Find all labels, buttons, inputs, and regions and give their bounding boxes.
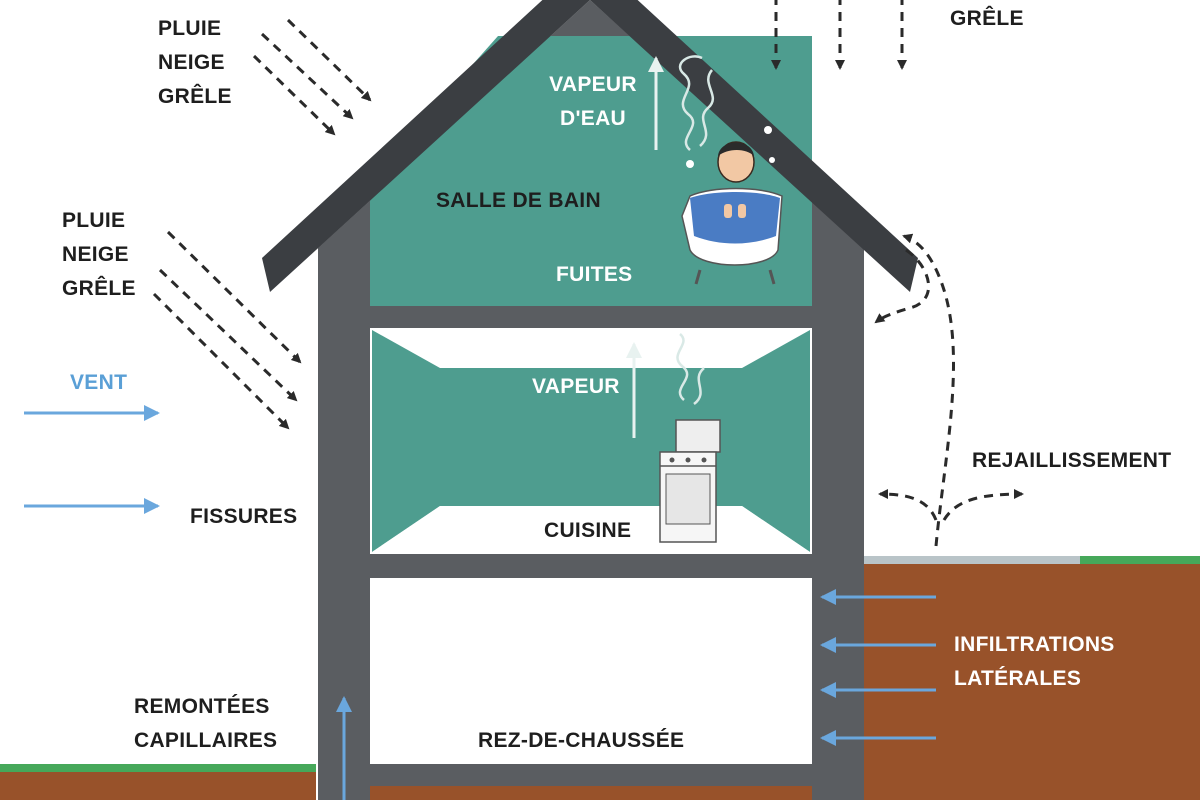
splashback-arrows	[874, 233, 1024, 547]
precipitation-arrows-top-right	[771, 0, 907, 70]
cracks-label: FISSURES	[190, 505, 298, 528]
rising-damp-line-2: CAPILLAIRES	[134, 729, 278, 752]
wind-label: VENT	[70, 371, 128, 394]
stove-with-pot-icon	[659, 419, 721, 543]
infiltration-line-2: LATÉRALES	[954, 667, 1082, 690]
rising-damp-label: REMONTÉES CAPILLAIRES	[134, 690, 277, 758]
precipitation-label-mid-left: PLUIE NEIGE GRÊLE	[62, 204, 136, 306]
label-hail: GRÊLE	[158, 85, 232, 108]
precipitation-label-top-right: GRÊLE	[950, 7, 1024, 30]
vapour-line-1: VAPEUR	[549, 73, 637, 96]
kitchen-name: CUISINE	[544, 519, 632, 542]
person-in-bathtub-icon	[681, 126, 783, 285]
label-hail: GRÊLE	[62, 277, 136, 300]
label-snow: NEIGE	[158, 51, 225, 74]
bathroom-vapour-label: VAPEUR D'EAU	[538, 68, 648, 136]
roof	[262, 0, 918, 292]
vapour-line-2: D'EAU	[560, 107, 626, 130]
rising-damp-line-1: REMONTÉES	[134, 695, 270, 718]
lateral-infiltration-arrows	[820, 589, 936, 746]
steam-swirl-icon	[676, 55, 715, 405]
label-rain: PLUIE	[62, 209, 126, 232]
precipitation-label-top-left: PLUIE NEIGE GRÊLE	[158, 12, 232, 114]
splashback-label: REJAILLISSEMENT	[972, 449, 1172, 472]
label-rain: PLUIE	[158, 17, 222, 40]
precipitation-arrows-top-left	[252, 18, 372, 136]
bathroom-leaks-label: FUITES	[556, 263, 633, 286]
lateral-infiltration-label: INFILTRATIONS LATÉRALES	[954, 628, 1115, 696]
vapour-arrows	[626, 56, 664, 438]
ground-floor-name: REZ-DE-CHAUSSÉE	[478, 729, 685, 752]
ground-floor-room	[370, 578, 812, 764]
label-snow: NEIGE	[62, 243, 129, 266]
bathroom-name: SALLE DE BAIN	[436, 189, 601, 212]
infiltration-line-1: INFILTRATIONS	[954, 633, 1115, 656]
ground	[0, 556, 1200, 800]
wind-arrows	[24, 405, 160, 514]
kitchen-vapour-label: VAPEUR	[532, 375, 620, 398]
